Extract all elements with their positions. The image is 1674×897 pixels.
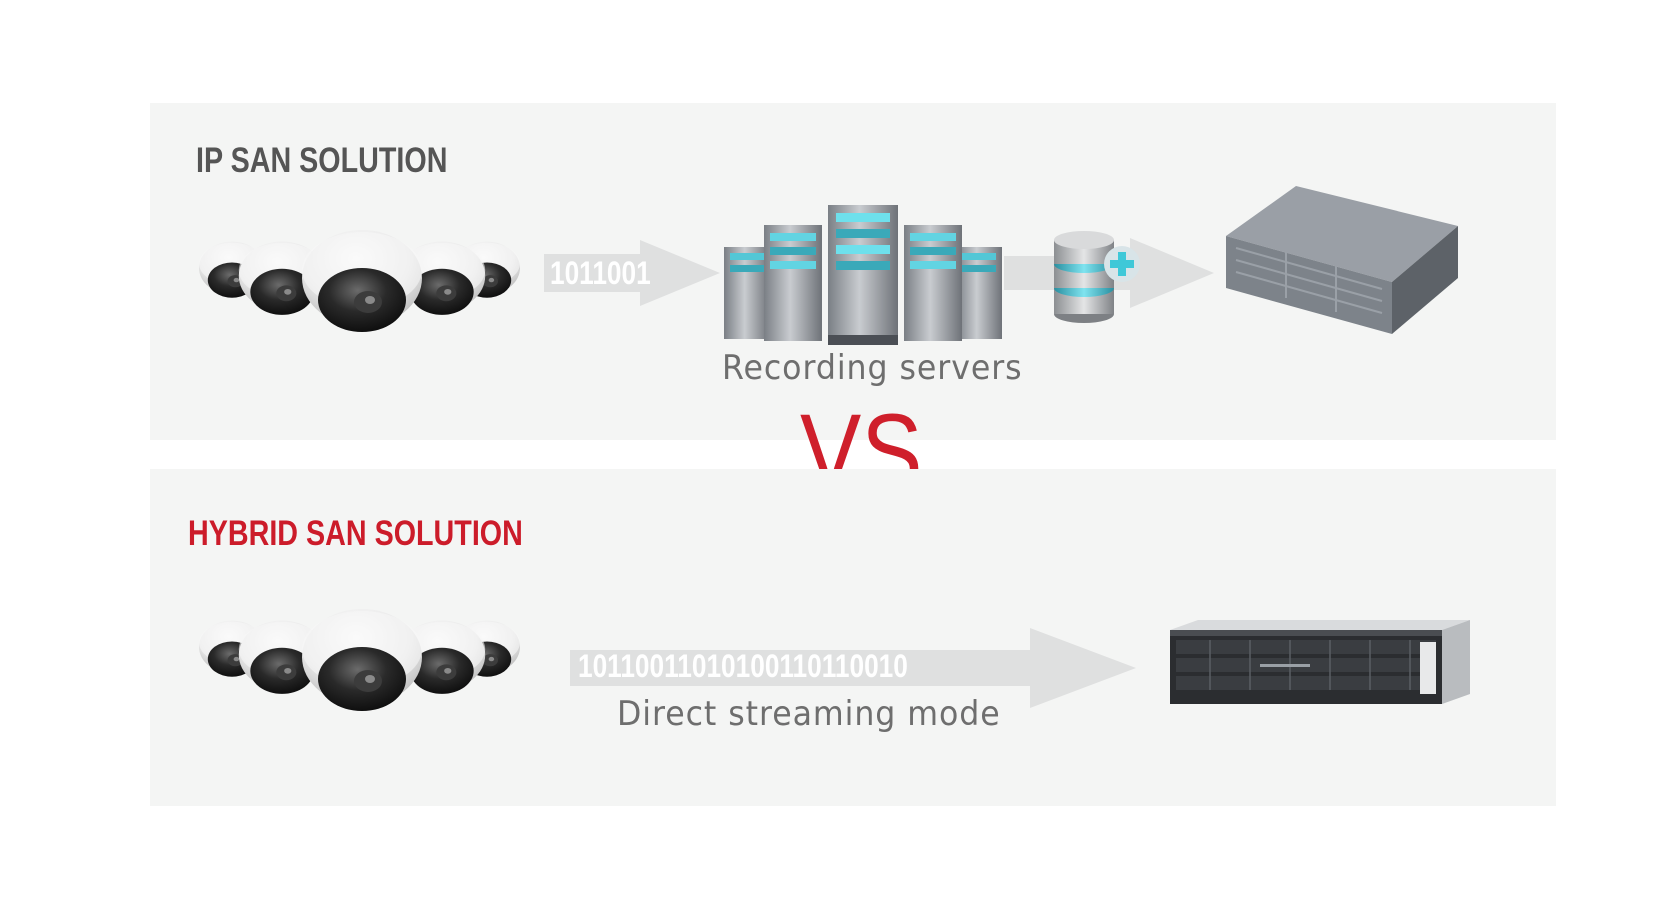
- bits-label-short: 1011001: [550, 255, 651, 291]
- data-arrow-long: [570, 628, 1136, 708]
- recording-servers-caption: Recording servers: [722, 348, 1023, 388]
- dome-camera-group-icon: [199, 230, 520, 332]
- database-add-icon: [1054, 231, 1140, 323]
- data-arrow-short: [544, 240, 720, 306]
- hybrid-storage-icon: [1170, 620, 1470, 704]
- bits-label-long: 10110011010100110110010: [578, 648, 908, 684]
- dome-camera-group-icon: [199, 609, 520, 711]
- server-rack-icon: [724, 205, 1002, 345]
- direct-streaming-caption: Direct streaming mode: [617, 694, 1001, 734]
- ip-san-title: IP SAN SOLUTION: [196, 141, 448, 180]
- storage-array-icon: [1226, 186, 1458, 334]
- hybrid-san-title: HYBRID SAN SOLUTION: [188, 514, 523, 553]
